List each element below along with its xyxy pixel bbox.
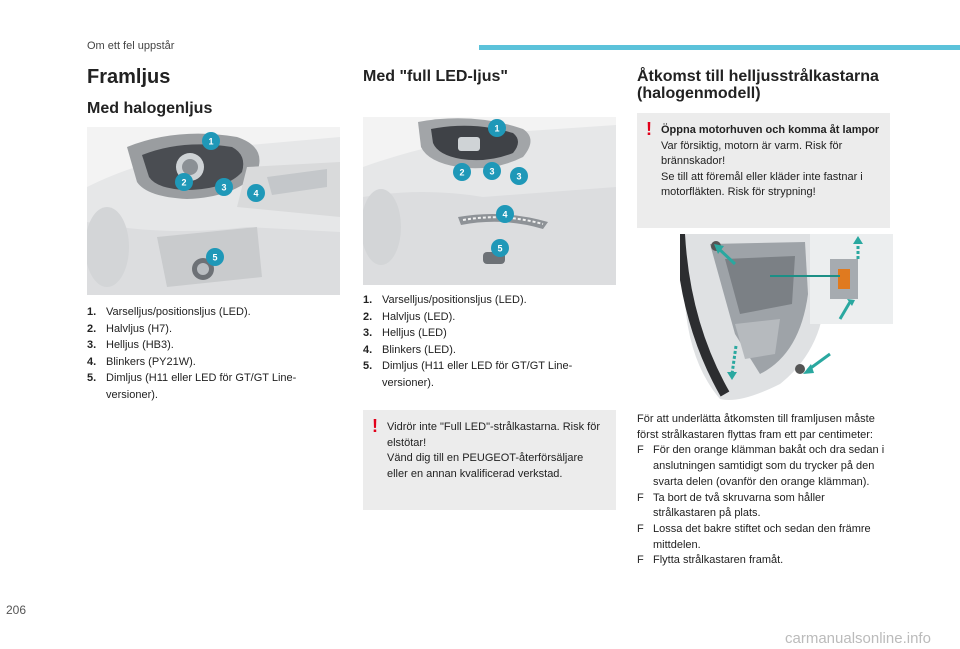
callout-1: 1	[494, 124, 499, 134]
list-item: 5.Dimljus (H11 eller LED för GT/GT Line-…	[363, 360, 573, 389]
list-item: 5.Dimljus (H11 eller LED för GT/GT Line-…	[87, 372, 297, 401]
page-title: Framljus	[87, 66, 171, 88]
step-marker: F	[637, 491, 644, 504]
step-marker: F	[637, 444, 644, 457]
callout-4: 4	[253, 189, 258, 199]
section-heading-halogen: Med halogenljus	[87, 100, 213, 117]
warning-text: Var försiktig, motorn är varm. Risk för …	[661, 139, 843, 168]
step-marker: F	[637, 554, 644, 567]
full-led-headlight-image: 1 2 3 3 4 5	[363, 117, 616, 285]
warning-text: Vidrör inte "Full LED"-strålkastarna. Ri…	[387, 421, 601, 449]
section-heading-full-led: Med "full LED-ljus"	[363, 68, 508, 85]
halogen-lamp-list: 1.Varselljus/positionsljus (LED). 2.Halv…	[87, 304, 327, 403]
header-accent-bar	[479, 45, 960, 50]
halogen-headlight-image: 1 2 3 4 5	[87, 127, 340, 295]
page-number: 206	[6, 603, 27, 617]
callout-4: 4	[502, 210, 507, 220]
callout-2: 2	[459, 168, 464, 178]
list-item: 3.Helljus (HB3).	[87, 339, 174, 351]
callout-2: 2	[181, 178, 186, 188]
list-item: 2.Halvljus (LED).	[363, 310, 456, 323]
callout-3b: 3	[516, 172, 521, 182]
full-led-warning-box: ! Vidrör inte "Full LED"-strålkastarna. …	[363, 410, 616, 510]
list-item: 2.Halvljus (H7).	[87, 322, 173, 335]
callout-5: 5	[212, 253, 217, 263]
warning-icon: !	[372, 416, 378, 436]
warning-icon: !	[646, 119, 652, 139]
callout-1: 1	[208, 137, 213, 147]
section-header: Om ett fel uppstår	[87, 40, 175, 52]
hood-warning-box: ! Öppna motorhuven och komma åt lampor V…	[637, 113, 890, 228]
list-item: 3.Helljus (LED)	[363, 327, 447, 339]
warning-text: Se till att föremål eller kläder inte fa…	[661, 170, 863, 199]
warning-text: Vänd dig till en PEUGEOT-återförsäljare …	[387, 452, 584, 480]
step-marker: F	[637, 522, 644, 535]
full-led-lamp-list: 1.Varselljus/positionsljus (LED). 2.Halv…	[363, 292, 603, 391]
warning-heading: Öppna motorhuven och komma åt lampor	[661, 124, 880, 136]
list-item: 4.Blinkers (LED).	[363, 343, 456, 356]
callout-3: 3	[221, 183, 226, 193]
headlight-removal-image	[680, 234, 893, 404]
list-item: 1.Varselljus/positionsljus (LED).	[363, 294, 527, 306]
access-instructions: För att underlätta åtkomsten till framlj…	[637, 412, 890, 569]
list-item: 4.Blinkers (PY21W).	[87, 355, 196, 368]
intro-paragraph: För att underlätta åtkomsten till framlj…	[637, 413, 875, 441]
list-item: 1.Varselljus/positionsljus (LED).	[87, 306, 251, 318]
callout-5: 5	[497, 244, 502, 254]
callout-3: 3	[489, 167, 494, 177]
watermark: carmanualsonline.info	[785, 630, 931, 647]
section-heading-access: Åtkomst till helljusstrålkastarna (halog…	[637, 68, 879, 102]
